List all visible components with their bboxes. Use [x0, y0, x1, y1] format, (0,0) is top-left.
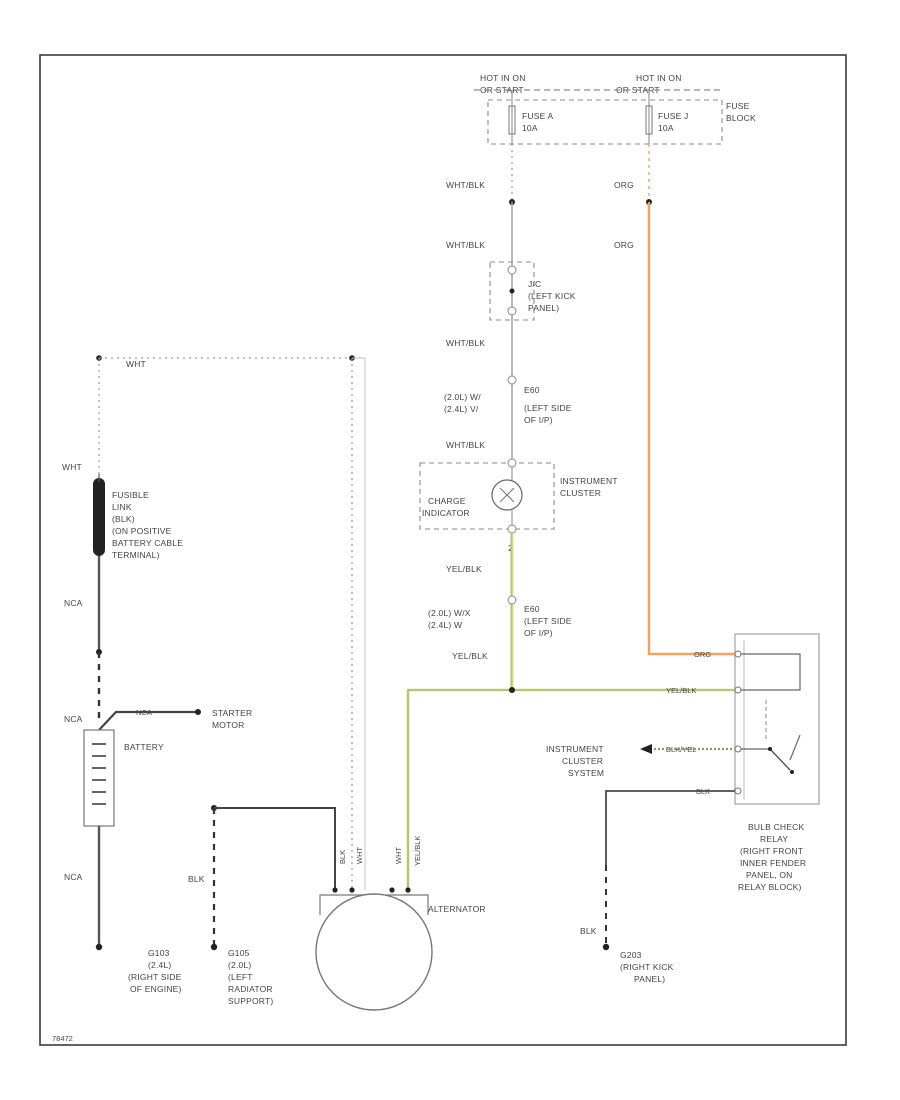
alternator-icon: [315, 893, 433, 1011]
fusible-link-label-1: FUSIBLE: [112, 490, 149, 500]
wire-nca-1: NCA: [64, 598, 83, 608]
alt-wire-blk: BLK: [338, 850, 347, 864]
alt-wire-yel: YEL/BLK: [413, 836, 422, 866]
conn-upper-2b: (LEFT SIDE: [524, 403, 572, 413]
starter-label-1: STARTER: [212, 708, 252, 718]
fuse-a-amp: 10A: [522, 123, 538, 133]
ic-system-label-3: SYSTEM: [568, 768, 604, 778]
hot-label-a: HOT IN ON: [480, 73, 526, 83]
ground-g203-2: (RIGHT KICK: [620, 962, 674, 972]
wire-yel-blk-2: YEL/BLK: [452, 651, 488, 661]
ground-g103-4: OF ENGINE): [130, 984, 182, 994]
ground-g103-2: (2.4L): [148, 960, 171, 970]
starter-label-2: MOTOR: [212, 720, 244, 730]
fusible-link-label-6: TERMINAL): [112, 550, 160, 560]
relay-label-6: RELAY BLOCK): [738, 882, 802, 892]
relay-label-1: BULB CHECK: [748, 822, 804, 832]
relay-wire-yel-blk: YEL/BLK: [666, 686, 696, 695]
pin-2-label: 2: [508, 543, 513, 553]
conn-upper-1a: (2.0L) W/: [444, 392, 481, 402]
ground-g105-4: RADIATOR: [228, 984, 273, 994]
battery-label: BATTERY: [124, 742, 164, 752]
conn-lower-2c: OF I/P): [524, 628, 553, 638]
wire-org-2: ORG: [614, 240, 634, 250]
wire-wht-blk-3: WHT/BLK: [446, 338, 485, 348]
ground-g103-3: (RIGHT SIDE: [128, 972, 182, 982]
ground-g203-1: G203: [620, 950, 642, 960]
wire-wht-blk-4: WHT/BLK: [446, 440, 485, 450]
fuse-j-amp: 10A: [658, 123, 674, 133]
hot-label-a2: OR START: [480, 85, 524, 95]
alternator-circuit: BLK BLK WHT WHT YEL/BLK ALTERNATOR: [188, 357, 486, 1011]
arrow-left-icon: [640, 744, 652, 754]
ground-g105-5: SUPPORT): [228, 996, 273, 1006]
wire-blk-left: BLK: [188, 874, 205, 884]
fuse-block-name2: BLOCK: [726, 113, 756, 123]
ground-g203-3: PANEL): [634, 974, 665, 984]
fuse-block: HOT IN ON OR START HOT IN ON OR START FU…: [474, 73, 756, 145]
conn-lower-2a: E60: [524, 604, 540, 614]
jc-label-3: PANEL): [528, 303, 559, 313]
alt-wire-wht-2: WHT: [394, 847, 403, 864]
instrument-cluster-label-2: CLUSTER: [560, 488, 601, 498]
wire-nca-starter: NCA: [136, 708, 152, 717]
yel-blk-circuit: YEL/BLK (2.0L) W/X (2.4L) W E60 (LEFT SI…: [406, 533, 735, 890]
wire-yel-blk-1: YEL/BLK: [446, 564, 482, 574]
wht-blk-circuit: WHT/BLK WHT/BLK J/C (LEFT KICK PANEL) WH…: [444, 144, 576, 463]
fusible-link-label-2: LINK: [112, 502, 132, 512]
alternator-label: ALTERNATOR: [428, 904, 486, 914]
charge-indicator-label-1: CHARGE: [428, 496, 466, 506]
ground-g105-2: (2.0L): [228, 960, 251, 970]
fuse-block-name: FUSE: [726, 101, 750, 111]
conn-lower-1b: (2.4L) W: [428, 620, 462, 630]
diagram-border: [39, 54, 847, 1046]
relay-label-5: PANEL, ON: [746, 870, 793, 880]
wire-org-1: ORG: [614, 180, 634, 190]
bulb-check-relay: ORG YEL/BLK BLK/YEL BLK BULB CHECK RELAY…: [666, 633, 820, 892]
wire-nca-2: NCA: [64, 714, 83, 724]
conn-lower-1a: (2.0L) W/X: [428, 608, 471, 618]
jc-label-1: J/C: [528, 279, 541, 289]
fuse-a-label: FUSE A: [522, 111, 554, 121]
figure-code: 78472: [52, 1034, 73, 1043]
battery-icon: [83, 729, 115, 827]
relay-wire-blk-yel: BLK/YEL: [666, 745, 696, 754]
relay-label-3: (RIGHT FRONT: [740, 846, 803, 856]
fusible-link-label-5: BATTERY CABLE: [112, 538, 183, 548]
ground-g105-1: G105: [228, 948, 250, 958]
ic-system-label-2: CLUSTER: [562, 756, 603, 766]
ground-g105-3: (LEFT: [228, 972, 253, 982]
org-circuit: ORG ORG: [614, 144, 735, 656]
relay-wire-org: ORG: [694, 650, 711, 659]
conn-lower-2b: (LEFT SIDE: [524, 616, 572, 626]
conn-upper-1b: (2.4L) V/: [444, 404, 479, 414]
instrument-cluster-label-1: INSTRUMENT: [560, 476, 618, 486]
wire-wht-top: WHT: [126, 359, 146, 369]
conn-upper-2c: OF I/P): [524, 415, 553, 425]
fusible-link-label-3: (BLK): [112, 514, 135, 524]
ic-system-label-1: INSTRUMENT: [546, 744, 604, 754]
wire-wht-blk-2: WHT/BLK: [446, 240, 485, 250]
fusible-link-icon: [93, 478, 105, 556]
ground-labels: G103 (2.4L) (RIGHT SIDE OF ENGINE) G105 …: [128, 948, 273, 1006]
fuse-j-label: FUSE J: [658, 111, 688, 121]
wire-wht-left: WHT: [62, 462, 82, 472]
ground-g103-1: G103: [148, 948, 170, 958]
fusible-link-label-4: (ON POSITIVE: [112, 526, 172, 536]
charge-indicator-label-2: INDICATOR: [422, 508, 470, 518]
alt-wire-wht-1: WHT: [355, 847, 364, 864]
ic-system-circuit: INSTRUMENT CLUSTER SYSTEM BLK G203 (RIGH…: [546, 744, 735, 984]
instrument-cluster: CHARGE INDICATOR INSTRUMENT CLUSTER 2: [419, 458, 618, 553]
relay-label-4: INNER FENDER: [740, 858, 806, 868]
battery-circuit: WHT WHT FUSIBLE LINK (BLK) (ON POSITIVE …: [62, 355, 355, 951]
wire-blk-right: BLK: [580, 926, 597, 936]
relay-label-2: RELAY: [760, 834, 788, 844]
hot-label-b: HOT IN ON: [636, 73, 682, 83]
conn-upper-2a: E60: [524, 385, 540, 395]
jc-label-2: (LEFT KICK: [528, 291, 576, 301]
wire-nca-3: NCA: [64, 872, 83, 882]
wire-wht-blk-1: WHT/BLK: [446, 180, 485, 190]
